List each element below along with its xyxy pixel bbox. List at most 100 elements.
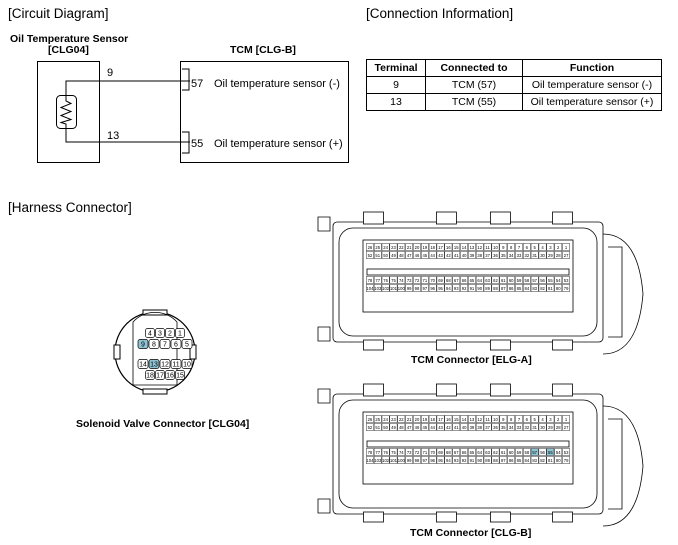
tcm-pin: 102	[381, 456, 390, 464]
tcm-pin: 68	[444, 448, 453, 456]
tcm-pin: 67	[452, 276, 461, 284]
svg-text:62: 62	[493, 278, 498, 283]
svg-text:83: 83	[532, 458, 537, 463]
tcm-pin: 12	[475, 243, 484, 251]
svg-text:97: 97	[423, 458, 428, 463]
tcm-pin: 7	[515, 243, 523, 251]
svg-text:99: 99	[407, 286, 412, 291]
svg-text:67: 67	[454, 278, 459, 283]
tcm-pin: 88	[491, 284, 500, 292]
svg-text:70: 70	[430, 450, 435, 455]
tcm-pin: 44	[428, 423, 437, 431]
tcm-pin: 2	[554, 415, 563, 423]
svg-text:33: 33	[517, 253, 522, 258]
table-header-row: Terminal Connected to Function	[366, 59, 662, 77]
wire-pin-13-to-55	[65, 129, 190, 143]
tcm-pin: 22	[397, 415, 406, 423]
svg-text:15: 15	[176, 373, 184, 380]
svg-text:2: 2	[557, 417, 560, 422]
tcm-pin: 36	[491, 251, 500, 259]
svg-text:90: 90	[477, 286, 482, 291]
tcm-pin: 62	[491, 276, 500, 284]
svg-text:40: 40	[462, 425, 467, 430]
tcm-pin: 15	[452, 243, 461, 251]
tcm-pin: 38	[475, 423, 484, 431]
svg-text:34: 34	[509, 253, 514, 258]
tcm-pin: 43	[436, 251, 445, 259]
svg-text:104: 104	[366, 286, 374, 291]
solenoid-pin: 11	[170, 359, 182, 369]
svg-text:6: 6	[526, 417, 529, 422]
svg-text:80: 80	[556, 286, 561, 291]
sensor-pin-9: 9	[107, 67, 114, 79]
solenoid-pin: 14	[137, 359, 149, 369]
tcm-pin: 2	[554, 243, 563, 251]
svg-text:34: 34	[509, 425, 514, 430]
svg-text:25: 25	[375, 417, 380, 422]
tcm-pin: 60	[507, 448, 515, 456]
svg-text:58: 58	[525, 278, 530, 283]
svg-text:52: 52	[368, 425, 373, 430]
tcm-pin: 48	[397, 251, 406, 259]
tcm-pin: 18	[428, 415, 437, 423]
tcm-pin-55-label: Oil temperature sensor (+)	[214, 138, 343, 150]
svg-text:92: 92	[462, 286, 467, 291]
svg-text:87: 87	[501, 286, 506, 291]
tcm-pin: 26	[366, 415, 374, 423]
svg-text:103: 103	[374, 458, 382, 463]
svg-text:2: 2	[557, 245, 560, 250]
thermistor-icon	[59, 96, 73, 129]
tcm-pin: 27	[562, 251, 570, 259]
svg-text:60: 60	[509, 450, 514, 455]
svg-text:53: 53	[564, 278, 569, 283]
svg-text:43: 43	[438, 425, 443, 430]
tcm-pin: 55	[546, 276, 555, 284]
tcm-pin: 21	[405, 243, 413, 251]
svg-text:41: 41	[454, 425, 459, 430]
wire-pin-9-to-57	[65, 80, 190, 96]
svg-text:5: 5	[534, 245, 537, 250]
tcm-pin: 70	[428, 448, 437, 456]
solenoid-pin: 4	[145, 328, 155, 338]
svg-text:18: 18	[146, 373, 154, 380]
tcm-pin: 33	[515, 423, 523, 431]
svg-text:28: 28	[556, 425, 561, 430]
tcm-pin: 54	[554, 448, 563, 456]
svg-text:25: 25	[375, 245, 380, 250]
tcm-pin: 90	[475, 456, 484, 464]
tcm-pin: 42	[444, 251, 453, 259]
svg-text:56: 56	[540, 278, 545, 283]
tcm-pin: 36	[491, 423, 500, 431]
svg-text:8: 8	[510, 245, 513, 250]
svg-text:24: 24	[383, 417, 388, 422]
tcm-pin: 93	[452, 284, 461, 292]
tcm-pin: 16	[444, 415, 453, 423]
tcm-pin: 43	[436, 423, 445, 431]
svg-text:53: 53	[564, 450, 569, 455]
svg-text:88: 88	[493, 286, 498, 291]
sensor-title: Oil Temperature Sensor	[10, 33, 129, 45]
tcm-pin: 28	[554, 423, 563, 431]
svg-text:69: 69	[438, 450, 443, 455]
tcm-pin: 16	[444, 243, 453, 251]
tcm-pin: 28	[554, 251, 563, 259]
solenoid-pin: 16	[165, 370, 175, 380]
tcm-pin: 52	[366, 251, 374, 259]
tcm-pin: 51	[373, 251, 382, 259]
tcm-pin: 102	[381, 284, 390, 292]
tcm-pin: 17	[436, 243, 445, 251]
tcm-pin: 94	[444, 456, 453, 464]
svg-text:24: 24	[383, 245, 388, 250]
tcm-pin: 29	[546, 423, 555, 431]
svg-text:66: 66	[462, 278, 467, 283]
tcm-pin: 78	[366, 276, 374, 284]
svg-text:61: 61	[501, 450, 506, 455]
svg-text:66: 66	[462, 450, 467, 455]
svg-text:9: 9	[141, 342, 145, 349]
tcm-pin: 82	[538, 456, 547, 464]
solenoid-pin: 17	[155, 370, 165, 380]
tcm-pin: 76	[381, 276, 390, 284]
tcm-pin: 50	[381, 251, 390, 259]
svg-text:16: 16	[446, 417, 451, 422]
